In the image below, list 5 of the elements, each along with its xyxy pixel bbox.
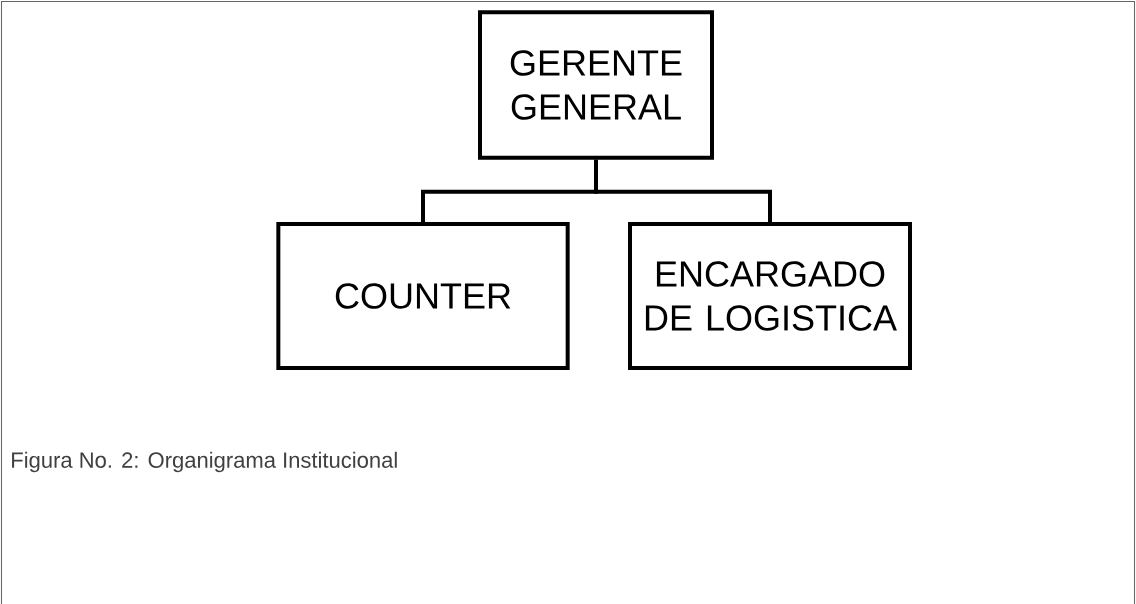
org-box: GERENTE GENERAL [478,10,714,160]
org-box: ENCARGADO DE LOGISTICA [628,222,912,370]
connector-line [594,159,772,222]
figure-caption: Figura No. 2: Organigrama Institucional [12,451,397,473]
org-box: COUNTER [276,222,570,370]
